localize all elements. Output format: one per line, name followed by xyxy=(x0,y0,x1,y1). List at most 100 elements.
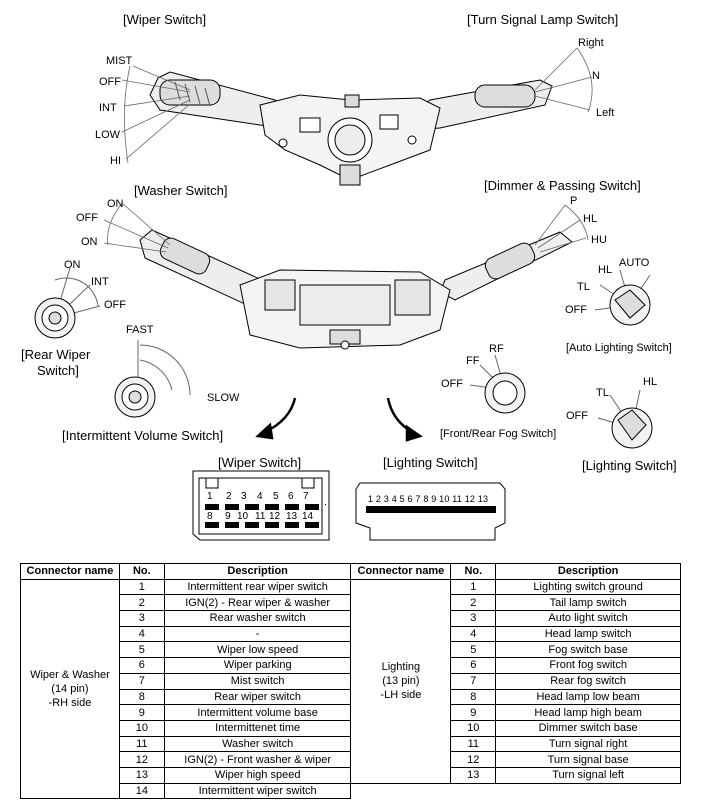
wiper-pos-int: INT xyxy=(99,102,117,114)
right-pin-no: 10 xyxy=(450,719,497,737)
intermittent-volume-title: [Intermittent Volume Switch] xyxy=(62,428,224,443)
left-pin-desc: Wiper high speed xyxy=(163,766,352,784)
lighting-pos-hl: HL xyxy=(643,376,658,388)
dimmer-pos-p: P xyxy=(570,195,578,207)
auto-light-pos-off: OFF xyxy=(565,304,587,316)
wiper-pin-10: 10 xyxy=(237,511,249,522)
switch-diagram xyxy=(34,47,653,541)
washer-pos-on-top: ON xyxy=(107,198,124,210)
turn-pos-right: Right xyxy=(578,37,604,49)
lighting-pin-numbers: 1 2 3 4 5 6 7 8 9 10 11 12 13 xyxy=(368,494,489,504)
left-pin-desc: Intermittent volume base xyxy=(163,704,352,721)
left-pin-no: 11 xyxy=(118,735,165,753)
right-pin-desc: Turn signal left xyxy=(495,766,681,784)
rear-wiper-pos-off: OFF xyxy=(104,299,126,311)
right-pin-desc: Rear fog switch xyxy=(495,672,681,690)
right-pin-no: 4 xyxy=(450,625,497,643)
left-connector-line: (14 pin) xyxy=(51,683,89,695)
right-pin-desc: Lighting switch ground xyxy=(495,578,681,596)
intermittent-volume-knob xyxy=(114,340,191,418)
arrows xyxy=(255,397,423,442)
wiper-pin-13: 13 xyxy=(286,511,298,522)
left-pin-no: 12 xyxy=(118,751,165,768)
right-pin-no: 9 xyxy=(450,704,497,721)
right-pin-desc: Head lamp switch xyxy=(495,625,681,643)
left-pin-no: 10 xyxy=(118,719,165,737)
header-no-right: No. xyxy=(450,563,497,580)
left-pin-no: 14 xyxy=(118,782,165,800)
lighting-connector-title: [Lighting Switch] xyxy=(383,455,478,470)
left-pin-no: 4 xyxy=(118,625,165,643)
right-pin-desc: Head lamp low beam xyxy=(495,688,681,706)
right-pin-desc: Fog switch base xyxy=(495,641,681,659)
left-pin-desc: - xyxy=(163,625,352,643)
wiper-pos-off: OFF xyxy=(99,76,121,88)
turn-signal-title: [Turn Signal Lamp Switch] xyxy=(467,12,619,27)
rear-wiper-title-line2: Switch] xyxy=(37,363,79,378)
wiper-pin-6: 6 xyxy=(288,491,294,502)
right-pin-desc: Head lamp high beam xyxy=(495,704,681,721)
wiper-pos-hi: HI xyxy=(110,155,121,167)
left-pin-desc: Intermittenet time xyxy=(163,719,352,737)
dimmer-angle-lines xyxy=(534,204,589,253)
left-connector-line: -RH side xyxy=(48,697,92,709)
left-pin-no: 2 xyxy=(118,594,165,612)
auto-light-pos-tl: TL xyxy=(577,281,590,293)
washer-pos-on-bottom: ON xyxy=(81,236,98,248)
auto-light-pos-auto: AUTO xyxy=(619,257,650,269)
header-no-left: No. xyxy=(118,563,165,580)
volume-pos-fast: FAST xyxy=(126,324,154,336)
left-pin-desc: Mist switch xyxy=(163,672,352,690)
left-pin-no: 6 xyxy=(118,657,165,674)
right-pin-no: 3 xyxy=(450,610,497,627)
wiper-pin-4: 4 xyxy=(257,491,263,502)
left-pin-desc: Wiper parking xyxy=(163,657,352,674)
right-pin-no: 7 xyxy=(450,672,497,690)
left-pin-desc: Rear washer switch xyxy=(163,610,352,627)
right-pin-no: 13 xyxy=(450,766,497,784)
volume-pos-slow: SLOW xyxy=(207,392,240,404)
washer-angle-lines xyxy=(103,202,171,253)
wiper-pin-2: 2 xyxy=(226,491,232,502)
rear-wiper-title-line1: [Rear Wiper xyxy=(21,347,91,362)
header-description-right: Description xyxy=(495,563,681,580)
lighting-switch-knob xyxy=(597,389,653,449)
right-connector-line: (13 pin) xyxy=(382,675,420,688)
middle-switch-assembly xyxy=(139,229,573,350)
connector-pin-table: Connector name No. Description Connector… xyxy=(20,563,681,800)
left-pin-desc: Rear wiper switch xyxy=(163,688,352,706)
rear-wiper-pos-on: ON xyxy=(64,259,81,271)
left-pin-no: 5 xyxy=(118,641,165,659)
wiper-pos-low: LOW xyxy=(95,129,121,141)
washer-pos-off: OFF xyxy=(76,212,98,224)
right-pin-desc: Auto light switch xyxy=(495,610,681,627)
right-pin-desc: Tail lamp switch xyxy=(495,594,681,612)
left-pin-no: 3 xyxy=(118,610,165,627)
left-connector-line: Wiper & Washer xyxy=(30,669,110,681)
dimmer-pos-hu: HU xyxy=(591,234,607,246)
lighting-pos-off: OFF xyxy=(566,410,588,422)
dimmer-pos-hl: HL xyxy=(583,213,598,225)
header-connector-name-left: Connector name xyxy=(20,563,120,580)
left-pin-no: 1 xyxy=(118,578,165,596)
fog-pos-ff: FF xyxy=(466,355,480,367)
right-pin-desc: Dimmer switch base xyxy=(495,719,681,737)
fog-pos-off: OFF xyxy=(441,378,463,390)
left-pin-desc: Wiper low speed xyxy=(163,641,352,659)
right-connector-line: Lighting xyxy=(381,661,421,674)
fog-pos-rf: RF xyxy=(489,343,504,355)
left-pin-desc: Washer switch xyxy=(163,735,352,753)
right-connector-line: -LH side xyxy=(380,689,422,702)
right-pin-no: 6 xyxy=(450,657,497,674)
